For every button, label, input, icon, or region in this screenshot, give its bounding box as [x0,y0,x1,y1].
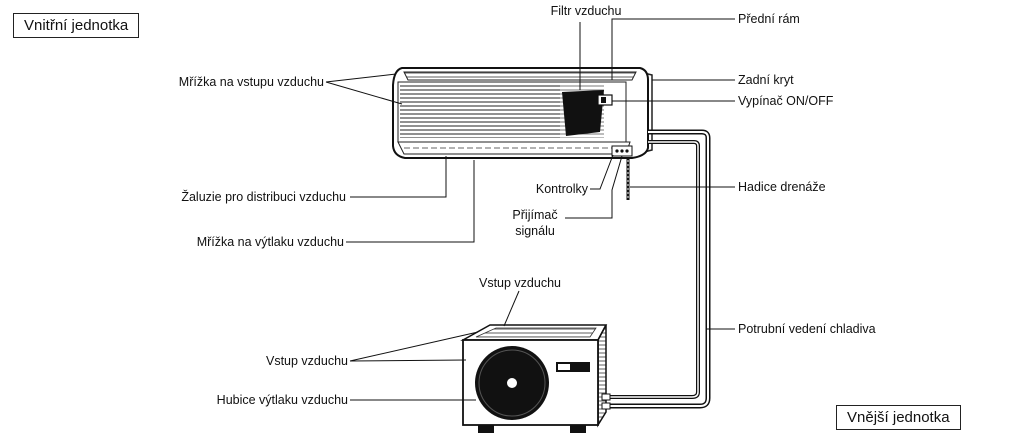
label-drain-hose: Hadice drenáže [738,180,826,194]
label-outlet-grille: Mřížka na výtlaku vzduchu [196,235,344,249]
indoor-unit-title: Vnitřní jednotka [13,13,140,38]
refrigerant-pipe-inner [608,140,700,399]
label-outdoor-intake-left: Vstup vzduchu [266,354,348,368]
label-receiver-line1: Přijímač [512,208,558,222]
label-on-off-switch: Vypínač ON/OFF [738,94,834,108]
indoor-unit [392,67,653,200]
leader-lines [325,18,735,401]
label-outdoor-intake-top: Vstup vzduchu [479,276,561,290]
label-louver: Žaluzie pro distribuci vzduchu [181,190,346,204]
refrigerant-pipe [608,129,711,409]
label-intake-grille: Mřížka na vstupu vzduchu [178,75,324,89]
label-air-filter: Filtr vzduchu [550,4,622,18]
label-receiver-line2: signálu [515,224,555,238]
label-back-cover: Zadní kryt [738,73,794,87]
label-indicators: Kontrolky [535,182,588,196]
label-refrigerant-piping: Potrubní vedení chladiva [738,322,876,336]
label-front-frame: Přední rám [738,12,800,26]
outdoor-unit-title: Vnější jednotka [836,405,961,430]
label-outlet-nozzle: Hubice výtlaku vzduchu [216,393,348,407]
outdoor-unit [460,324,611,433]
